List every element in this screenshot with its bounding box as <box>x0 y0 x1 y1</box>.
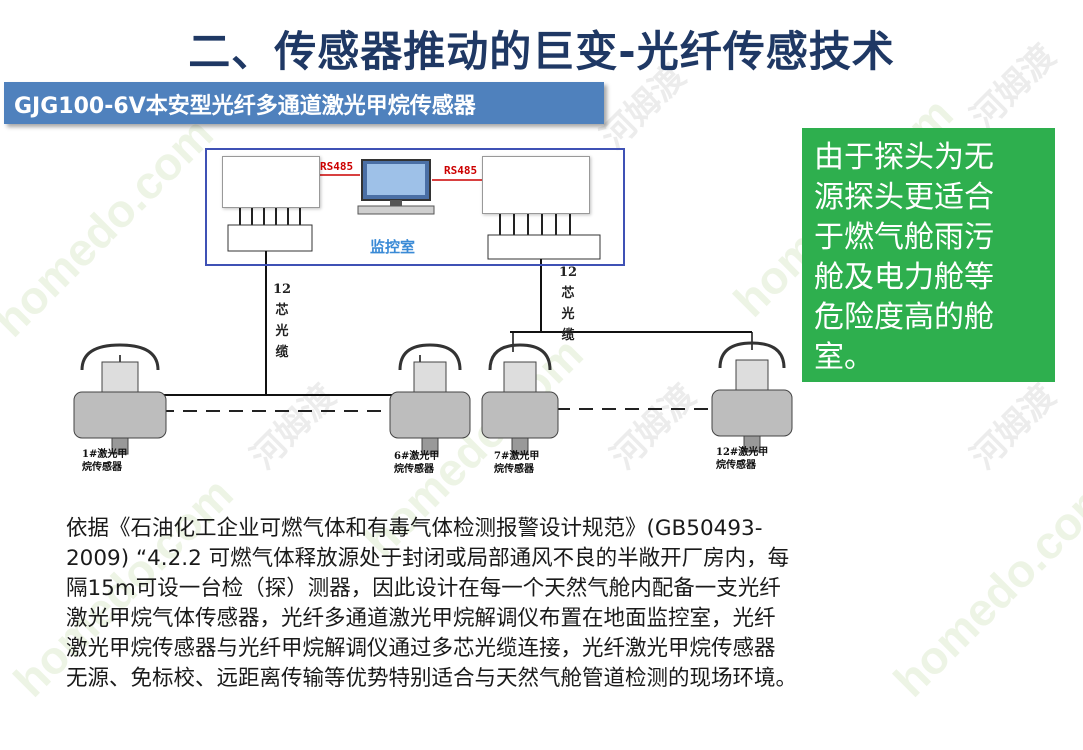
computer-icon <box>357 159 435 215</box>
sensor-12-drawing <box>711 341 793 453</box>
sensor-label-line: 烷传感器 <box>394 464 434 475</box>
note-line: 由于探头为无 <box>814 140 994 175</box>
note-line: 危险度高的舱 <box>814 300 994 335</box>
sensor-1-drawing <box>73 343 167 455</box>
cable-label-left-line: 芯 <box>275 303 289 318</box>
note-line: 于燃气舱雨污 <box>814 220 994 255</box>
sensor-label-line: 烷传感器 <box>82 462 122 473</box>
subtitle-bar: GJG100-6V本安型光纤多通道激光甲烷传感器 <box>4 82 604 124</box>
sensor-label-line: 1#激光甲 <box>82 449 128 460</box>
sensor-label-7: 7#激光甲 烷传感器 <box>494 450 539 476</box>
sensor-label-6: 6#激光甲 烷传感器 <box>394 450 439 476</box>
left-ports <box>239 207 301 225</box>
note-box: 由于探头为无 源探头更适合 于燃气舱雨污 舱及电力舱等 危险度高的舱 室。 <box>802 128 1055 382</box>
sensor-label-line: 烷传感器 <box>716 460 756 471</box>
body-line: 激光甲烷气体传感器，光纤多通道激光甲烷解调仪布置在地面监控室，光纤 <box>66 606 776 631</box>
right-demodulator <box>482 156 590 214</box>
sensor-label-line: 烷传感器 <box>494 464 534 475</box>
sensor-label-12: 12#激光甲 烷传感器 <box>716 446 768 472</box>
cable-label-right-line: 缆 <box>561 328 575 343</box>
note-line: 室。 <box>814 340 874 375</box>
right-ports <box>499 213 571 235</box>
cable-label-left-line: 光 <box>275 324 289 339</box>
sensor-label-1: 1#激光甲 烷传感器 <box>82 448 127 474</box>
body-line: 隔15m可设一台检（探）测器，因此设计在每一个天然气舱内配备一支光纤 <box>66 576 781 601</box>
cable-label-right: 12 芯 光 缆 <box>558 262 578 346</box>
sensor-6-drawing <box>389 343 471 455</box>
right-trunk-cable <box>510 259 752 333</box>
cable-label-left: 12 芯 光 缆 <box>272 279 292 363</box>
body-line: 激光甲烷传感器与光纤甲烷解调仪通过多芯光缆连接，光纤激光甲烷传感器 <box>66 636 776 661</box>
body-paragraph: 依据《石油化工企业可燃气体和有毒气体检测报警设计规范》(GB50493- 200… <box>66 514 946 694</box>
subtitle-text: GJG100-6V本安型光纤多通道激光甲烷传感器 <box>14 94 476 119</box>
control-room-box <box>205 148 625 266</box>
rs485-label-left: RS485 <box>320 160 354 173</box>
cable-label-right-line: 芯 <box>561 286 575 301</box>
cable-label-left-line: 12 <box>272 282 292 297</box>
sensor-label-line: 7#激光甲 <box>494 451 540 462</box>
right-connector-block <box>487 234 601 260</box>
body-line: 依据《石油化工企业可燃气体和有毒气体检测报警设计规范》(GB50493- <box>66 516 763 541</box>
sensor-label-line: 12#激光甲 <box>716 447 769 458</box>
cable-label-right-line: 12 <box>558 265 578 280</box>
left-demodulator <box>222 156 320 208</box>
note-line: 源探头更适合 <box>814 180 994 215</box>
cable-label-left-line: 缆 <box>275 345 289 360</box>
body-line: 无源、免标校、远距离传输等优势特别适合与天然气舱管道检测的现场环境。 <box>66 666 798 691</box>
rs485-label-right: RS485 <box>444 164 478 177</box>
slide-title: 二、传感器推动的巨变-光纤传感技术 <box>188 27 895 76</box>
note-line: 舱及电力舱等 <box>814 260 994 295</box>
control-room-label: 监控室 <box>370 238 416 256</box>
left-connector-block <box>227 224 313 252</box>
cable-label-right-line: 光 <box>561 307 575 322</box>
sensor-label-line: 6#激光甲 <box>394 451 440 462</box>
body-line: 2009) “4.2.2 可燃气体释放源处于封闭或局部通风不良的半敞开厂房内，每 <box>66 546 790 571</box>
sensor-7-drawing <box>481 343 559 455</box>
